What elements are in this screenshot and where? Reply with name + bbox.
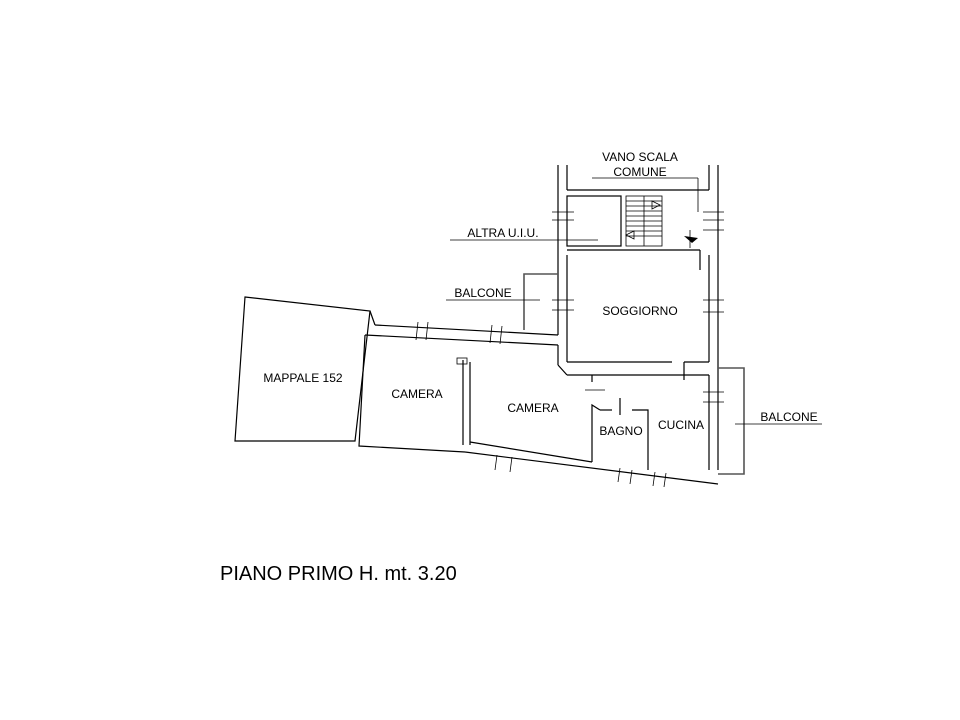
label-cucina: CUCINA (658, 418, 704, 432)
entrance-arrow-icon (684, 230, 698, 248)
label-altra-uiu: ALTRA U.I.U. (467, 226, 538, 240)
label-balcone-left: BALCONE (454, 286, 511, 300)
label-soggiorno: SOGGIORNO (602, 304, 677, 318)
stair-block (552, 165, 724, 470)
room-bagno (585, 375, 649, 470)
apartment-outline (358, 310, 719, 488)
room-soggiorno (552, 255, 724, 380)
room-camera-1 (456, 357, 471, 445)
balcone-left (446, 273, 558, 330)
label-bagno: BAGNO (599, 424, 642, 438)
stair-icon (625, 195, 663, 247)
room-mappale-152 (234, 296, 371, 442)
balcone-right (718, 367, 822, 475)
label-mappale: MAPPALE 152 (263, 371, 342, 385)
label-balcone-right: BALCONE (760, 410, 817, 424)
plan-title: PIANO PRIMO H. mt. 3.20 (220, 563, 457, 585)
label-vano-scala: VANO SCALA (602, 150, 678, 164)
label-camera-2: CAMERA (507, 401, 558, 415)
label-comune: COMUNE (613, 165, 666, 179)
label-camera-1: CAMERA (391, 387, 442, 401)
room-cucina (703, 375, 724, 470)
